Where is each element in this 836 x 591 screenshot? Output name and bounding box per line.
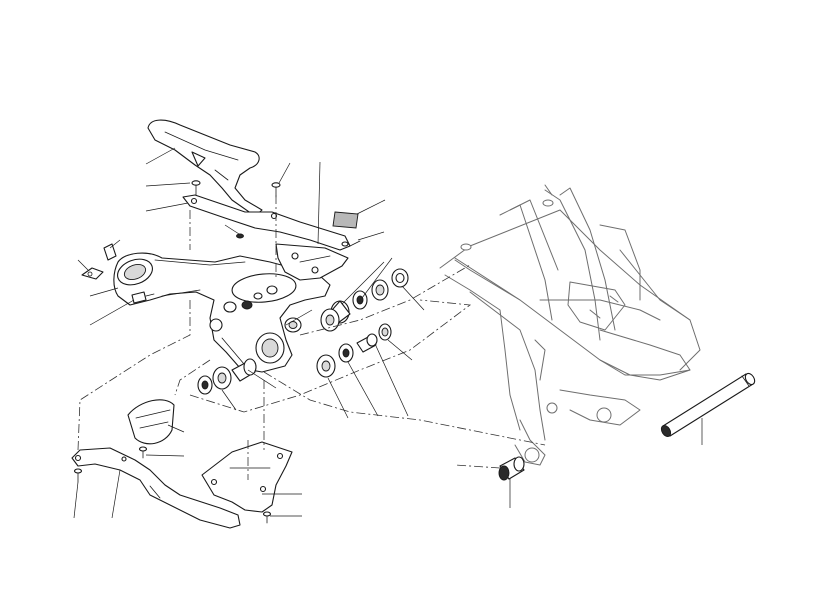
hub-cover-screw [138, 446, 148, 459]
swingarm [113, 252, 331, 373]
screw-small-3 [236, 233, 244, 239]
bearing-stack-lower [197, 358, 257, 395]
frame-bushing [498, 456, 525, 481]
bearing-stack-middle [316, 323, 392, 378]
chain-guard-upper [147, 119, 263, 217]
assembly-axes [77, 195, 546, 480]
motorcycle-frame [439, 184, 701, 466]
lower-guard-screw [73, 468, 83, 483]
heel-guard-plate [201, 441, 293, 513]
screw-small-2 [271, 182, 281, 198]
chain-adjuster [81, 267, 104, 280]
chain-guard-plate [182, 194, 361, 251]
leader-lines [73, 147, 703, 519]
label-sticker [332, 211, 359, 229]
adjuster-bolt [103, 243, 117, 261]
screw-small-1 [191, 180, 201, 196]
heel-guard-screw [262, 511, 272, 524]
bearing-stack-upper [320, 268, 409, 332]
swingarm-pivot-shaft [660, 372, 756, 437]
hub-cover [127, 399, 175, 445]
chain-slider [275, 243, 349, 281]
swingarm-bolt-cap [284, 317, 302, 333]
